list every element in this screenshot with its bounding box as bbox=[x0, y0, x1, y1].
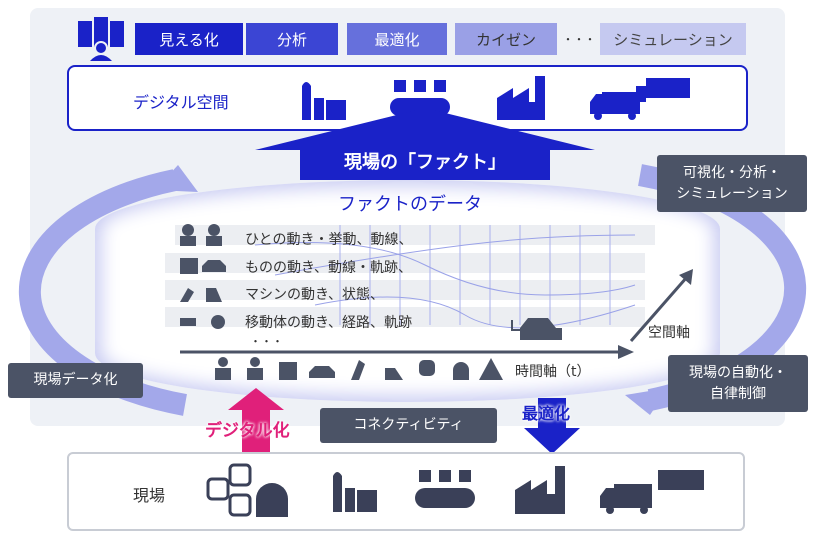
time-axis-label: 時間軸（t） bbox=[515, 364, 591, 380]
field-data-label: 現場データ化 bbox=[8, 363, 143, 398]
visualize-analyze-label: 可視化・分析・ シミュレーション bbox=[657, 155, 807, 212]
time-axis-arrow bbox=[180, 345, 634, 359]
digital-space-label: デジタル空間 bbox=[133, 93, 229, 112]
space-axis-arrow bbox=[629, 269, 693, 342]
factory-icon-field bbox=[515, 466, 565, 514]
tab-visualize: 見える化 bbox=[135, 23, 243, 55]
trucks-icon bbox=[590, 78, 690, 120]
tab-simulation: シミュレーション bbox=[600, 23, 746, 55]
monitor-user-icon bbox=[78, 17, 124, 61]
sensor-plant-icon bbox=[206, 463, 288, 517]
optimize-down-arrow bbox=[524, 398, 580, 454]
fact-up-arrow bbox=[255, 108, 595, 180]
connectivity-label: コネクティビティ bbox=[320, 408, 497, 443]
field-label: 現場 bbox=[133, 486, 166, 505]
automation-label: 現場の自動化・ 自律制御 bbox=[668, 355, 808, 412]
plant-icon-field bbox=[333, 472, 377, 512]
tab-analysis: 分析 bbox=[246, 23, 338, 55]
tab-optimize: 最適化 bbox=[347, 23, 447, 55]
time-axis-icons bbox=[215, 357, 503, 380]
space-axis-label: 空間軸 bbox=[648, 325, 690, 341]
row-machines: マシンの動き、状態、 bbox=[245, 287, 385, 303]
car-icon bbox=[511, 318, 562, 340]
plant-icon bbox=[302, 82, 346, 120]
tab-ellipsis: ・・・ bbox=[562, 33, 596, 46]
row-things: ものの動き、動線・軌跡、 bbox=[245, 260, 413, 276]
row-mobility: 移動体の動き、経路、軌跡 bbox=[245, 315, 413, 331]
row-icons bbox=[180, 224, 226, 329]
fact-data-title: ファクトのデータ bbox=[338, 194, 482, 215]
digitalize-up-arrow bbox=[228, 388, 284, 452]
fact-arrow-label: 現場の「ファクト」 bbox=[344, 152, 506, 173]
row-people: ひとの動き・挙動、動線、 bbox=[245, 232, 413, 248]
optimize-label: 最適化 bbox=[522, 404, 571, 423]
digitalize-label: デジタル化 bbox=[205, 421, 290, 441]
conveyor-icon-field bbox=[415, 470, 475, 508]
rows-ellipsis: ・・・ bbox=[250, 335, 283, 348]
tab-kaizen: カイゼン bbox=[455, 23, 557, 55]
trucks-icon-field bbox=[600, 470, 704, 514]
data-grid bbox=[165, 225, 655, 329]
factory-icon bbox=[497, 76, 545, 120]
